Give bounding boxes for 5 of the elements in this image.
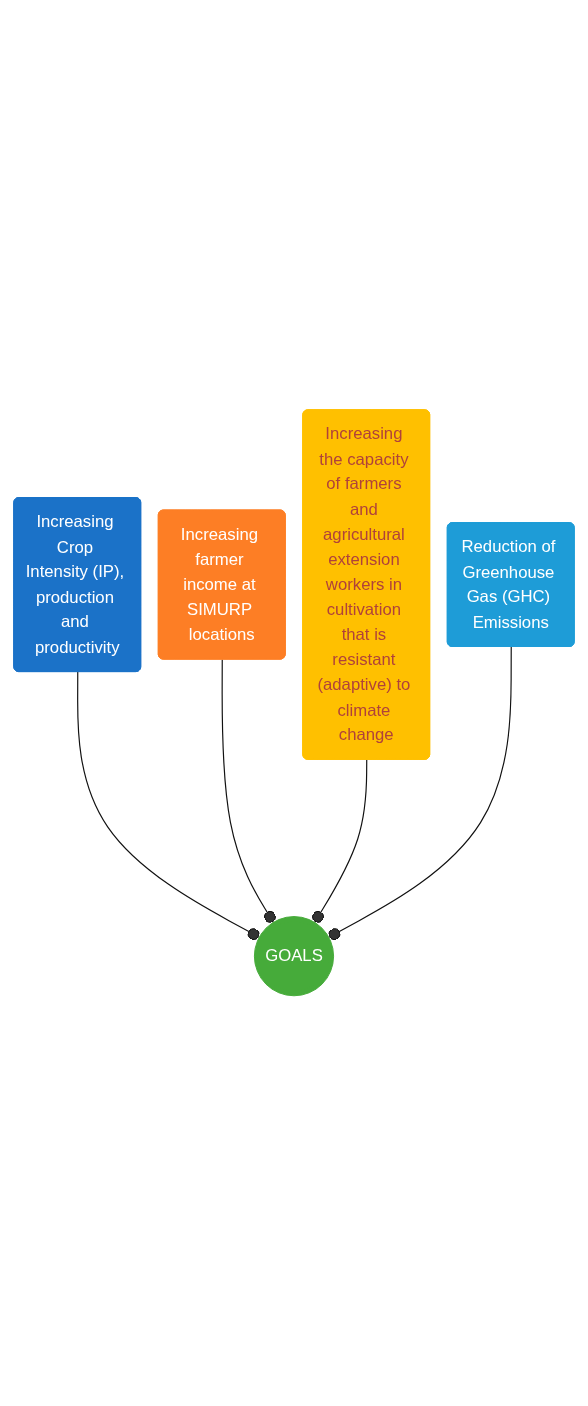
connector <box>312 759 368 924</box>
node-circle: GOALS <box>253 916 335 997</box>
connector <box>77 671 260 941</box>
connector <box>221 659 276 924</box>
connector <box>328 646 512 941</box>
